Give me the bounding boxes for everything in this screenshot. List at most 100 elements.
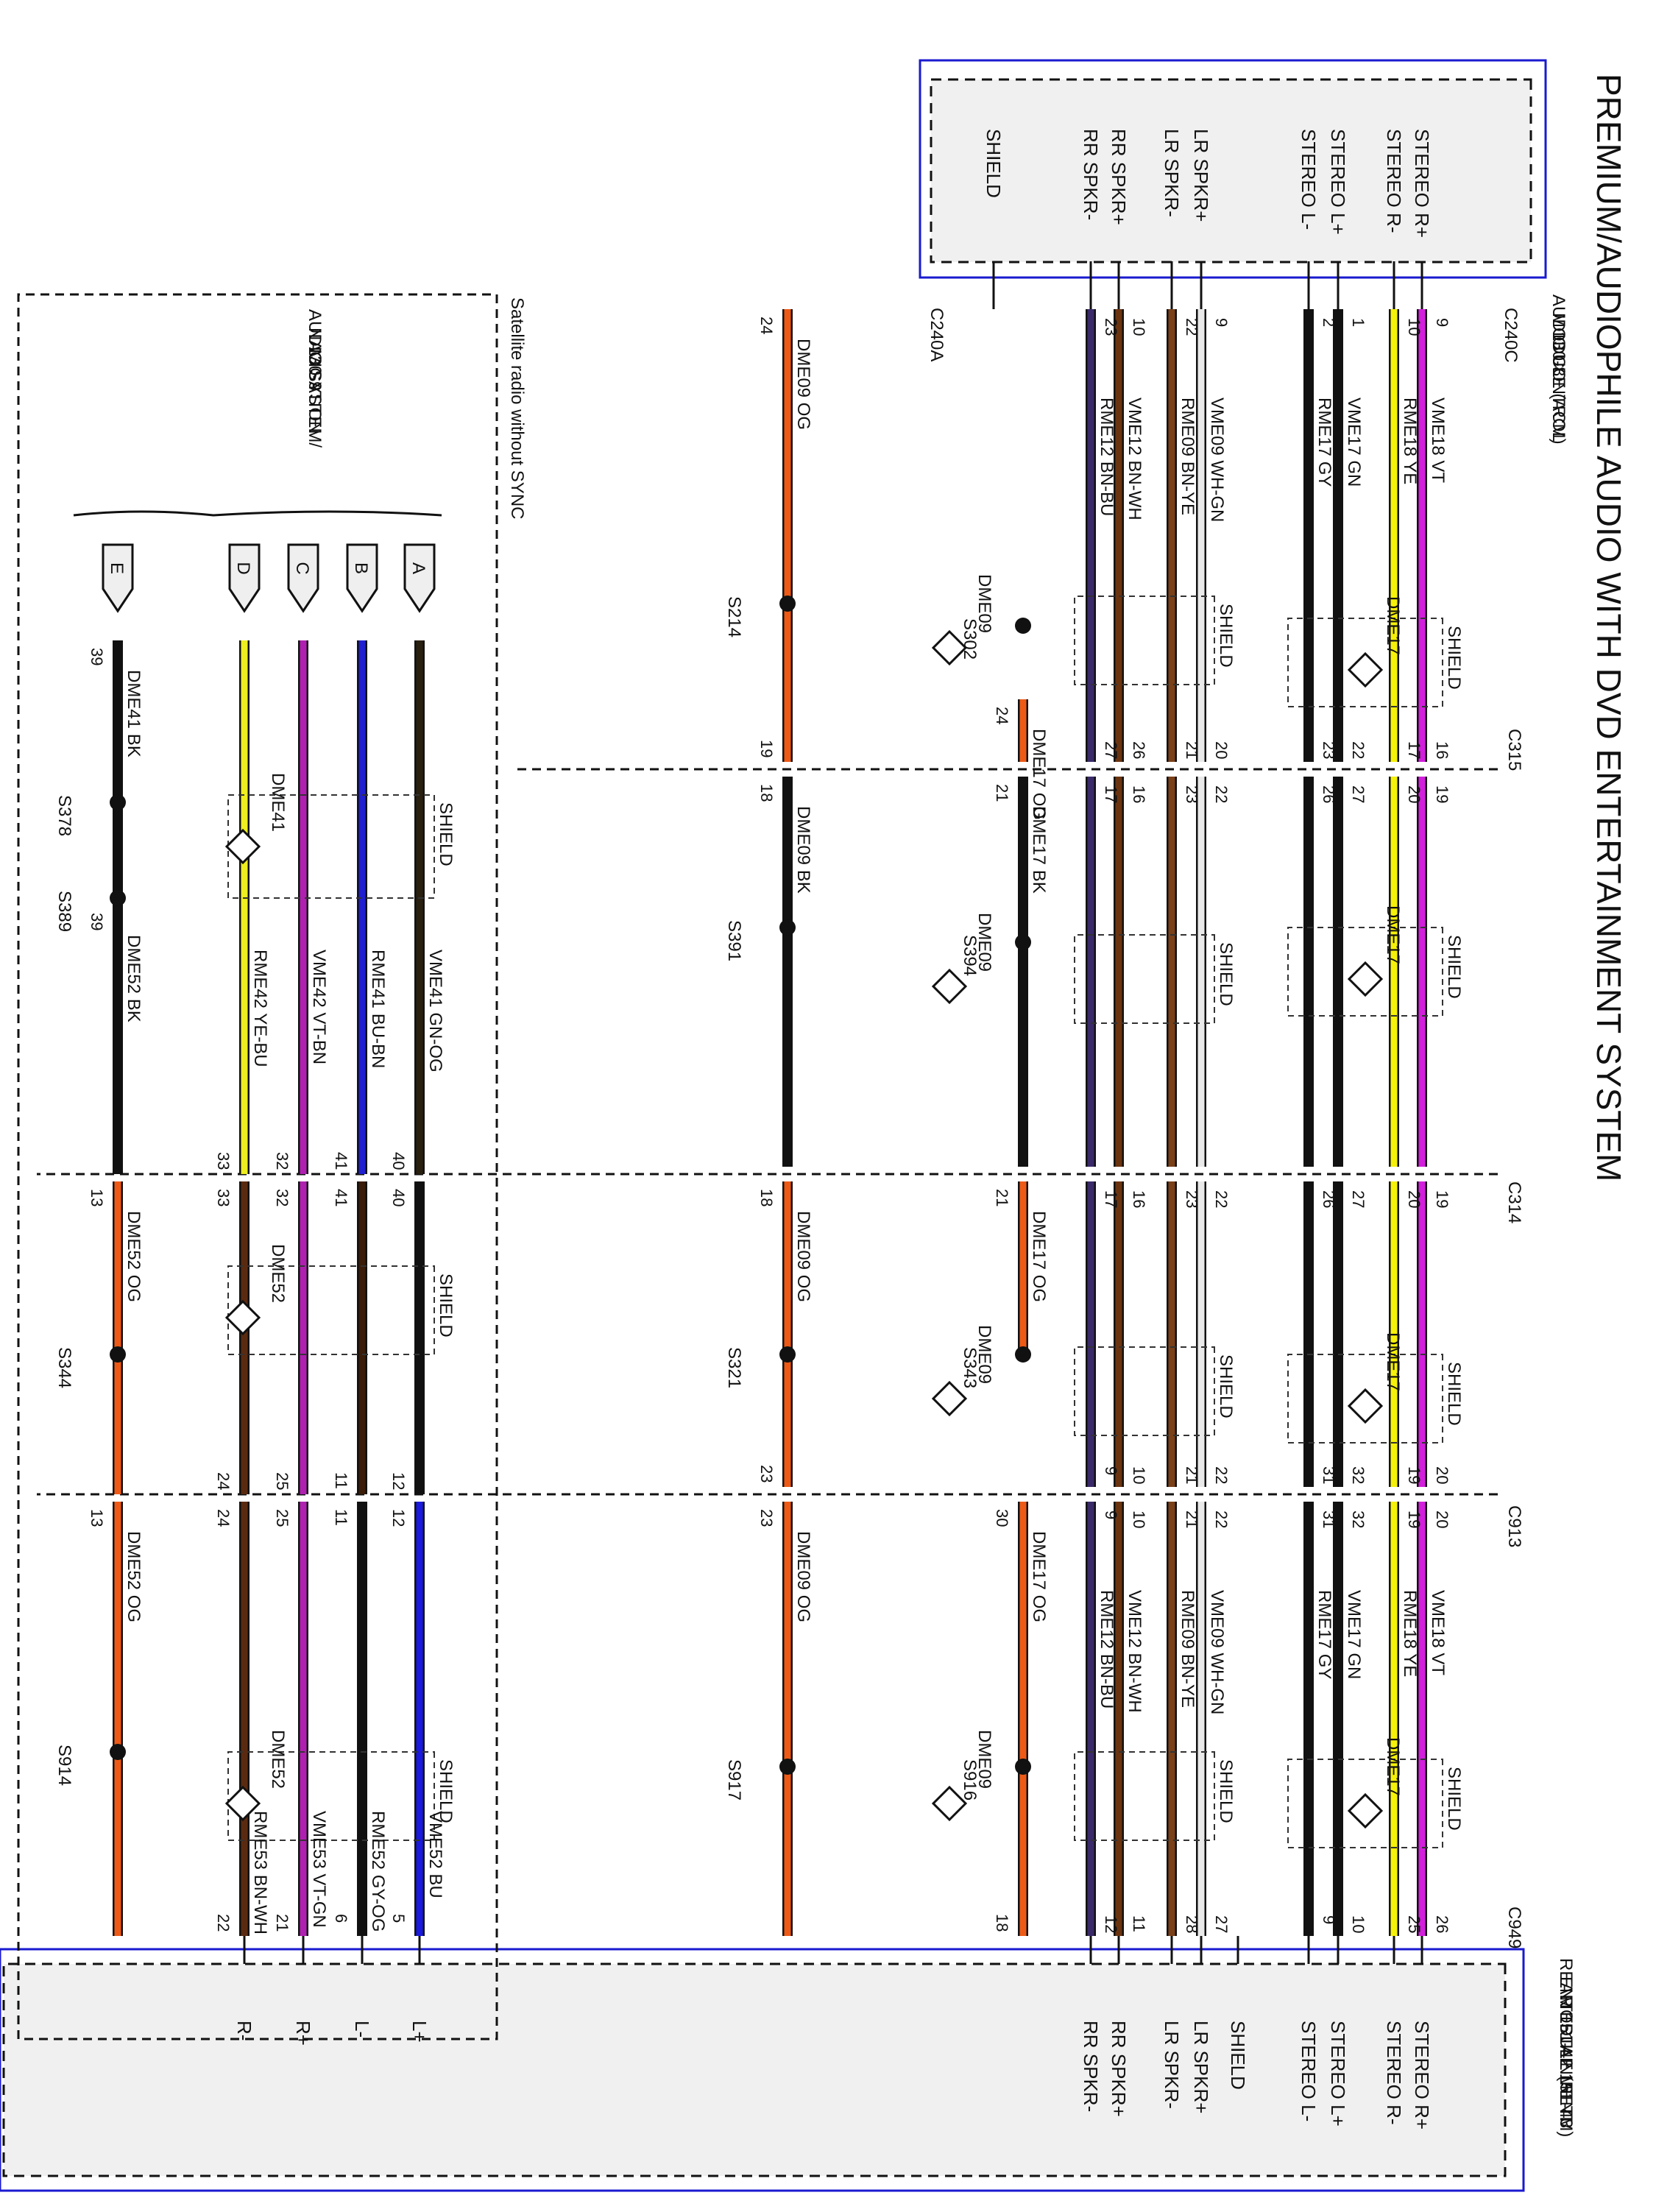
svg-text:C315: C315 xyxy=(1504,729,1524,771)
wire-label-lr-spkr-plus-0: VME09 WH-GN xyxy=(1207,397,1227,522)
splice-label-dme52_c: S914 xyxy=(54,1745,74,1786)
splice-label-dme09_c: S321 xyxy=(724,1347,744,1388)
splice-dot-dme17_d xyxy=(1015,1759,1031,1775)
wire-pin-lr-spkr-plus-2-0: 22 xyxy=(1212,1190,1231,1208)
shield-box-5 xyxy=(1074,934,1215,1024)
drain-pin-dme09_b-0: 18 xyxy=(757,784,776,802)
nav-bracket xyxy=(73,510,442,517)
nav-wire-label-nav-a-2: VME52 BU xyxy=(425,1811,445,1898)
drain-label-dme52_c: DME52 OG xyxy=(124,1531,144,1622)
svg-text:C314: C314 xyxy=(1504,1181,1524,1223)
drain-label-dme09_a: DME09 OG xyxy=(793,339,813,430)
nav-wire-pin-nav-a-0-1: 40 xyxy=(389,1152,408,1170)
nav-wire-pin-nav-c-1-0: 32 xyxy=(273,1189,291,1206)
nav-wire-pin-nav-d-2-1: 22 xyxy=(214,1914,233,1932)
drain-pin-dme09_c-0: 18 xyxy=(757,1189,776,1206)
shield-name-0: DME17 xyxy=(1383,596,1403,655)
wire-pin-lr-spkr-minus-1-0: 23 xyxy=(1183,785,1201,803)
wire-pin-lr-spkr-plus-0-0: 9 xyxy=(1212,318,1231,327)
nav-wire-pin-nav-c-0-1: 32 xyxy=(273,1152,291,1170)
svg-text:ENTERTAINMENT: ENTERTAINMENT xyxy=(1556,1976,1576,2125)
wire-pin-rr-spkr-minus-1-0: 17 xyxy=(1102,785,1120,803)
wire-pin-lr-spkr-minus-3-0: 21 xyxy=(1183,1510,1201,1528)
nav-wire-pin-nav-b-2-0: 11 xyxy=(332,1509,350,1526)
wire-pin-lr-spkr-minus-0-1: 21 xyxy=(1183,741,1201,759)
retm-pin-3: STEREO L- xyxy=(1298,2021,1320,2121)
wire-pin-rr-spkr-plus-0-1: 26 xyxy=(1130,741,1148,759)
splice-dot-dme09_d xyxy=(779,1759,796,1775)
acm-pin-0: STEREO R+ xyxy=(1411,129,1433,238)
drain-label-dme17_b: DME17 BK xyxy=(1029,806,1049,894)
shield-label-9: SHIELD xyxy=(436,1273,456,1338)
shield-label-10: SHIELD xyxy=(436,1759,456,1823)
shield-diamond-5 xyxy=(931,968,968,1005)
shield-label-1: SHIELD xyxy=(1444,935,1464,999)
shield-box-1 xyxy=(1287,927,1443,1017)
wire-pin-lr-spkr-minus-2-0: 23 xyxy=(1183,1190,1201,1208)
retm-pin-5: LR SPKR+ xyxy=(1190,2021,1212,2113)
nav-wire-label-nav-c-0: VME42 VT-BN xyxy=(309,950,329,1064)
shield-name-1: DME17 xyxy=(1383,905,1403,964)
svg-text:NAVIGATION: NAVIGATION xyxy=(305,328,325,434)
wire-pin-rr-spkr-minus-2-1: 9 xyxy=(1102,1466,1120,1475)
splice-label-dme17_c: S343 xyxy=(960,1347,980,1388)
nav-wire-pin-nav-b-1-1: 11 xyxy=(332,1472,350,1489)
retm-module-outline xyxy=(0,1948,1525,2192)
retm-pin-7: RR SPKR+ xyxy=(1108,2021,1130,2117)
splice-label-dme09_a: S214 xyxy=(724,596,744,637)
drain-pin-dme09_a-1: 19 xyxy=(757,740,776,757)
splice-label-dme09_d: S917 xyxy=(724,1759,744,1801)
satellite-radio-note: Satellite radio without SYNC xyxy=(507,297,527,519)
wire-pin-rr-spkr-minus-3-0: 9 xyxy=(1102,1510,1120,1519)
wire-pin-rr-spkr-plus-1-0: 16 xyxy=(1130,785,1148,803)
nav-wire-pin-nav-a-1-0: 40 xyxy=(389,1189,408,1206)
acm-module-title: AUDIO CONTROL MODULE (ACM) 130-8 xyxy=(1549,294,1568,445)
drain-label-dme09_c: DME09 OG xyxy=(793,1211,813,1302)
wire-pin-lr-spkr-plus-0-1: 20 xyxy=(1212,741,1231,759)
navigation-region xyxy=(17,293,498,2040)
svg-text:MODULE (RETM): MODULE (RETM) xyxy=(1556,1995,1576,2137)
acm-pin-7: RR SPKR- xyxy=(1080,129,1102,220)
drain-label-dme09_b: DME09 BK xyxy=(793,806,813,894)
wire-pin-lr-spkr-plus-3-0: 22 xyxy=(1212,1510,1231,1528)
splice-label-dme17_b: S394 xyxy=(960,935,980,976)
svg-text:REAR: REAR xyxy=(1556,1958,1576,2007)
labels-layer: STEREO R+STEREO R-STEREO L+STEREO L-LR S… xyxy=(54,129,1464,2130)
drain-pin-dme17_b-0: 21 xyxy=(993,784,1011,802)
wire-pin-stereo-l-plus-0-1: 22 xyxy=(1349,741,1367,759)
shield-diamond-4 xyxy=(931,629,968,666)
wire-label-lr-spkr-minus-0: RME09 BN-YE xyxy=(1178,397,1197,515)
wire-pin-lr-spkr-minus-0-0: 22 xyxy=(1183,318,1201,336)
acm-pin-8: SHIELD xyxy=(983,129,1005,198)
drain-pin-dme09_a-0: 24 xyxy=(757,317,776,334)
shield-diamond-9 xyxy=(224,1299,261,1336)
wire-pin-rr-spkr-minus-2-0: 17 xyxy=(1102,1190,1120,1208)
shield-label-3: SHIELD xyxy=(1444,1767,1464,1831)
shield-name-8: DME41 xyxy=(268,773,288,832)
acm-pin-3: STEREO L- xyxy=(1298,129,1320,230)
shield-box-7 xyxy=(1074,1751,1215,1841)
wire-label-rr-spkr-minus-3: RME12 BN-BU xyxy=(1097,1590,1117,1709)
nav-wire-pin-nav-d-1-0: 33 xyxy=(214,1189,233,1206)
splice-label-dme17_d: S916 xyxy=(960,1759,980,1801)
splice-dot-dme52_b xyxy=(110,1346,126,1363)
svg-text:AUDIO SYSTEM/: AUDIO SYSTEM/ xyxy=(305,309,325,448)
shield-name-2: DME17 xyxy=(1383,1332,1403,1391)
wire-pin-rr-spkr-plus-3-0: 10 xyxy=(1130,1510,1148,1528)
drain-label-dme52_b: DME52 OG xyxy=(124,1211,144,1302)
nav-wire-label-nav-d-0: RME42 YE-BU xyxy=(250,950,270,1067)
shield-box-0 xyxy=(1287,618,1443,707)
shield-label-6: SHIELD xyxy=(1216,1354,1236,1418)
nav-wire-label-nav-b-0: RME41 BU-BN xyxy=(368,950,388,1068)
shield-box-2 xyxy=(1287,1354,1443,1444)
shield-name-6: DME09 xyxy=(974,1325,994,1384)
wire-pin-stereo-r-plus-0-1: 16 xyxy=(1433,741,1451,759)
wire-pin-stereo-r-plus-3-0: 20 xyxy=(1433,1510,1451,1528)
splice-dot-dme09_c xyxy=(779,1346,796,1363)
acm-pin-1: STEREO R- xyxy=(1383,129,1405,233)
svg-text:130-9: 130-9 xyxy=(305,346,325,391)
shield-label-0: SHIELD xyxy=(1444,626,1464,690)
nav-pin-letter-C: C xyxy=(292,562,312,574)
wire-pin-stereo-r-minus-1-0: 20 xyxy=(1405,785,1423,803)
shield-diamond-7 xyxy=(931,1785,968,1822)
